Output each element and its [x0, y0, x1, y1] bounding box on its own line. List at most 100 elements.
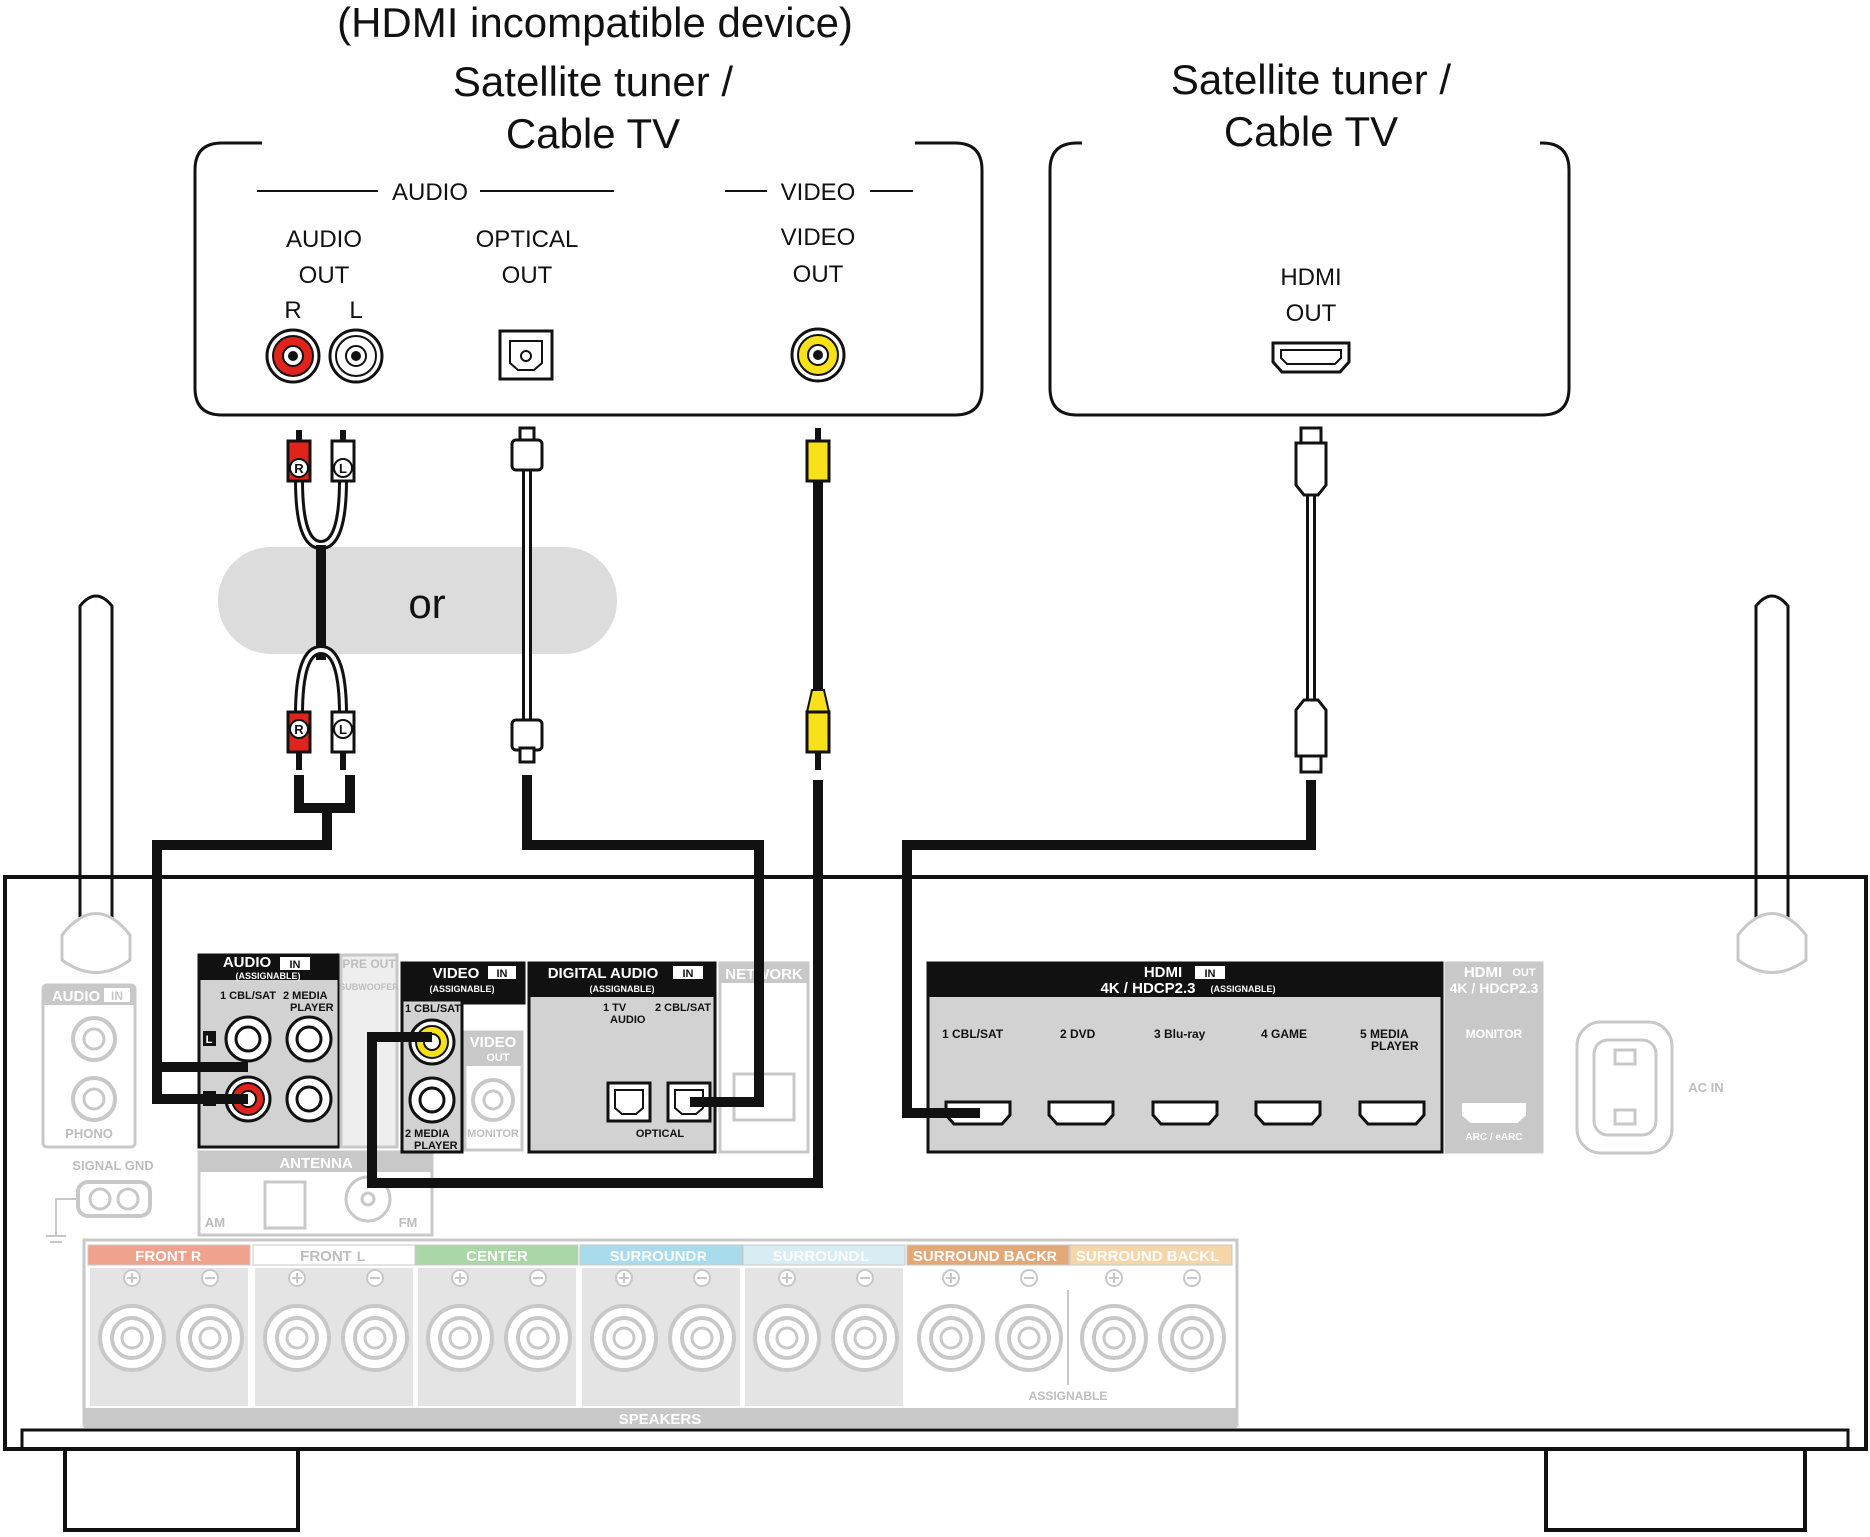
video-in-panel: VIDEO IN (ASSIGNABLE) 1 CBL/SAT 2 MEDIA … [400, 961, 526, 1154]
audio-in-panel: AUDIO IN (ASSIGNABLE) 1 CBL/SAT 2 MEDIA … [197, 953, 341, 1149]
hdmi-out-label-2: OUT [1286, 300, 1337, 327]
phono-label: PHONO [65, 1126, 113, 1141]
hdmi-out-jack [1271, 341, 1351, 374]
plus-terminal-icon [426, 1269, 494, 1372]
assignable-speakers-label: ASSIGNABLE [1029, 1389, 1108, 1403]
foot-left [63, 1449, 300, 1532]
pre-out-label: PRE OUT [342, 957, 396, 971]
minus-terminal-icon [1158, 1269, 1226, 1372]
or-label: or [408, 580, 445, 627]
hdmi-out-label-1: HDMI [1280, 264, 1341, 291]
hdmi-out-title: HDMI [1464, 964, 1502, 981]
phono-in-badge: IN [111, 989, 123, 1003]
cables [152, 470, 1316, 1188]
speaker-side-badge: R [697, 1248, 707, 1264]
minus-terminal-icon [995, 1269, 1063, 1372]
speaker-group-label: SURROUND BACK [913, 1248, 1047, 1265]
speaker-group-label: CENTER [466, 1248, 528, 1265]
rca-jack-yellow [790, 327, 846, 383]
am-terminal-icon [263, 1180, 307, 1230]
foot-right [1544, 1449, 1807, 1532]
video-out-title: VIDEO [470, 1034, 517, 1051]
right-device-box [1048, 141, 1571, 417]
av-receiver-rear-panel: AUDIO IN PHONO SIGNAL GND ANTENNA AM FM … [3, 594, 1868, 1532]
optical-jack [498, 329, 554, 381]
speaker-side-badge: L [357, 1248, 366, 1264]
fm-label: FM [399, 1215, 418, 1230]
hdmi-cable-to-receiver [902, 780, 1316, 1118]
speaker-group-bar [415, 1244, 579, 1266]
hdmi-out-monitor: MONITOR [1466, 1027, 1523, 1041]
antenna-label: ANTENNA [279, 1155, 352, 1172]
rca-plug-red-top: R [286, 430, 312, 483]
plus-terminal-icon [753, 1269, 821, 1372]
left-device-title-2: Cable TV [506, 110, 680, 157]
video-out-monitor: MONITOR [467, 1128, 519, 1140]
hdmi-input-4: 4 GAME [1261, 1027, 1307, 1041]
hdmi-in-title: HDMI [1144, 964, 1182, 981]
arc-label: ARC / eARC [1465, 1132, 1522, 1143]
speaker-group-bar [906, 1244, 1070, 1266]
plugs: R L R L [286, 426, 1328, 774]
video-plug-top [805, 428, 831, 483]
video-out-label-1: VIDEO [781, 224, 856, 251]
digital-1-label: 1 TV [603, 1002, 627, 1014]
am-label: AM [205, 1215, 225, 1230]
minus-terminal-icon [504, 1269, 572, 1372]
analog-cable-lower [294, 775, 355, 813]
hdmi-input-5: 5 MEDIA [1360, 1027, 1409, 1041]
speaker-group-label: SURROUND BACK [1076, 1248, 1210, 1265]
speaker-group-bar [579, 1244, 743, 1266]
signal-gnd-label: SIGNAL GND [72, 1158, 153, 1173]
audio-in-2b-label: PLAYER [290, 1002, 334, 1014]
speaker-side-badge: R [1047, 1248, 1057, 1264]
subwoofer-label: SUBWOOFER [339, 982, 399, 992]
signal-gnd-icon [46, 1180, 152, 1243]
hdmi-input-3: 3 Blu-ray [1154, 1027, 1206, 1041]
rca-plug-white-bottom: L [330, 710, 356, 770]
plus-terminal-icon [1080, 1269, 1148, 1372]
video-in-2-label: 2 MEDIA [405, 1128, 450, 1140]
plug-r-top-label: R [294, 461, 304, 476]
antenna-right-icon [1736, 594, 1808, 974]
ac-in-label: AC IN [1688, 1080, 1723, 1095]
plug-l-bottom-label: L [339, 722, 347, 737]
minus-terminal-icon [668, 1269, 736, 1372]
video-in-title: VIDEO [433, 965, 480, 982]
speaker-group-2: FRONT L [252, 1244, 416, 1406]
speaker-group-bar [742, 1244, 906, 1266]
speaker-group-label: SURROUND [773, 1248, 860, 1265]
plus-terminal-icon [590, 1269, 658, 1372]
video-in-1-label: 1 CBL/SAT [405, 1003, 461, 1015]
optical-out-label-2: OUT [502, 262, 553, 289]
video-in-assignable: (ASSIGNABLE) [430, 984, 495, 994]
minus-terminal-icon [831, 1269, 899, 1372]
ac-inlet-icon [1575, 1020, 1674, 1155]
audio-l-label: L [349, 297, 362, 324]
digital-audio-assignable: (ASSIGNABLE) [590, 984, 655, 994]
audio-r-label: R [284, 297, 301, 324]
optical-plug-top [510, 426, 544, 472]
optical-plug-bottom [510, 718, 544, 764]
speaker-group-label: FRONT [300, 1248, 352, 1265]
speaker-side-badge: L [861, 1248, 870, 1264]
optical-out-label-1: OPTICAL [476, 226, 579, 253]
rca-plug-red-bottom: R [286, 710, 312, 770]
network-label: NETWORK [725, 966, 803, 983]
hdmi-out-badge: OUT [1512, 967, 1536, 979]
hdmi-in-badge: IN [1205, 968, 1216, 980]
video-plug-bottom [805, 689, 831, 770]
video-cable-to-receiver [367, 780, 823, 1188]
digital-audio-badge: IN [683, 968, 694, 980]
digital-2-label: 2 CBL/SAT [655, 1002, 711, 1014]
speakers-label: SPEAKERS [619, 1411, 702, 1428]
video-in-badge: IN [497, 968, 508, 980]
audio-in-assignable: (ASSIGNABLE) [236, 971, 301, 981]
left-device-box [193, 141, 984, 417]
plug-l-top-label: L [339, 461, 347, 476]
